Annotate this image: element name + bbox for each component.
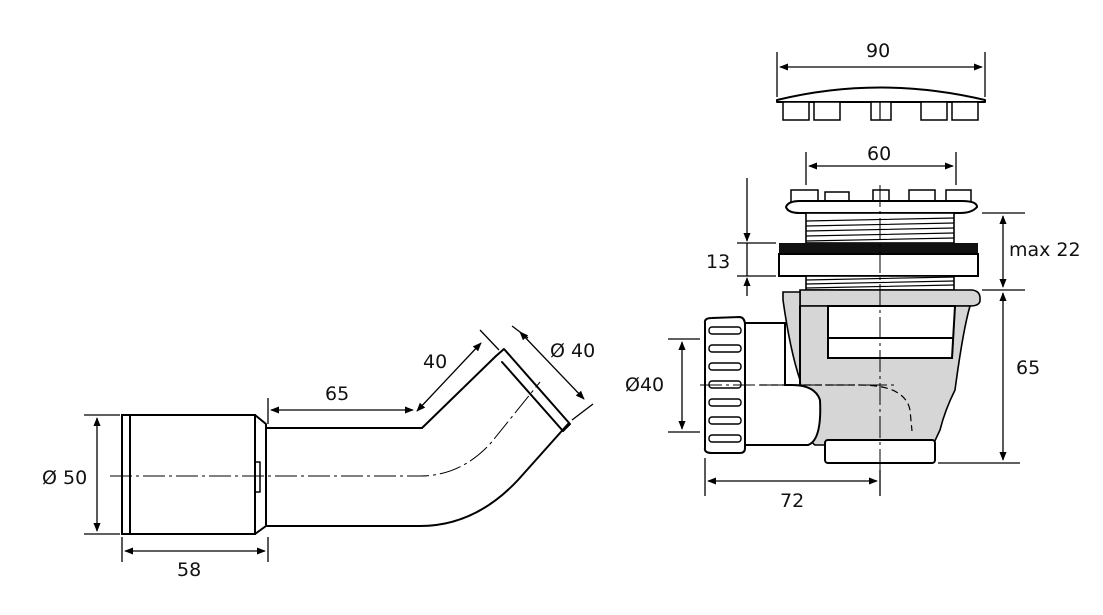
straight-length-label: 65 [325,383,349,405]
cap-dimension [776,52,986,97]
pipe-sleeve [121,414,256,535]
max-height-label: max 22 [1009,239,1081,261]
angled-length-label: 40 [423,351,447,373]
pipe-centerline [110,381,541,477]
pipe-dimensions [84,325,594,562]
trap-dimensions [668,152,1025,496]
body-height-label: 65 [1016,357,1040,379]
gasket [779,243,978,254]
cap-width-label: 90 [866,40,890,62]
end-diameter-label: Ø 40 [550,340,595,362]
extension-pipe [110,348,571,535]
pipe-diameter-label: Ø 50 [42,467,87,489]
outlet-offset-label: 72 [780,490,804,512]
pipe-length-label: 58 [177,559,201,581]
trap-body [700,185,981,470]
grate-width-label: 60 [867,143,891,165]
flange-height-label: 13 [706,251,730,273]
outlet-diameter-label: Ø40 [625,374,664,396]
pipe-bend [265,355,569,527]
cover-cap [776,86,986,121]
